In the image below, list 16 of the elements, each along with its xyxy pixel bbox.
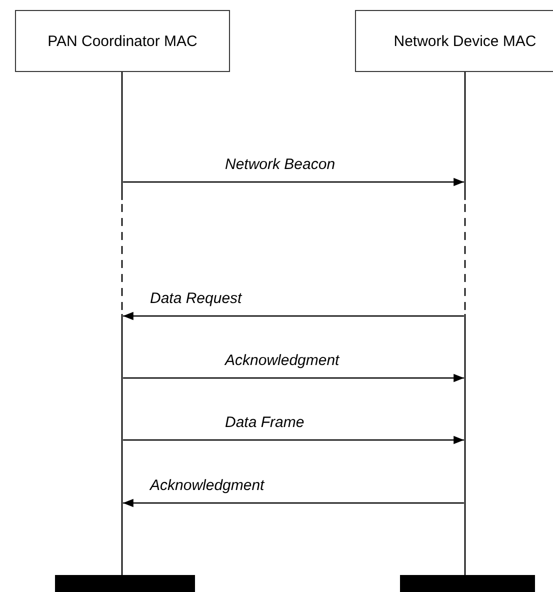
participant-box <box>355 10 553 72</box>
participant-name: PAN Coordinator MAC <box>48 32 198 50</box>
message-arrow <box>123 312 464 320</box>
message-arrow <box>123 374 464 382</box>
message-arrow <box>123 436 464 444</box>
lifeline <box>464 72 466 575</box>
lifeline-end-bar <box>55 575 195 592</box>
participant-name: Network Device MAC <box>394 32 536 50</box>
edge-label: Acknowledgment <box>223 352 342 369</box>
lifeline-end-bar <box>400 575 535 592</box>
message-arrow <box>123 498 464 508</box>
edge-label: Acknowledgment <box>148 477 266 494</box>
edge-label: Data Request <box>148 290 244 307</box>
message-arrow <box>123 178 464 186</box>
lifeline <box>121 72 123 575</box>
participant-box <box>15 10 230 72</box>
